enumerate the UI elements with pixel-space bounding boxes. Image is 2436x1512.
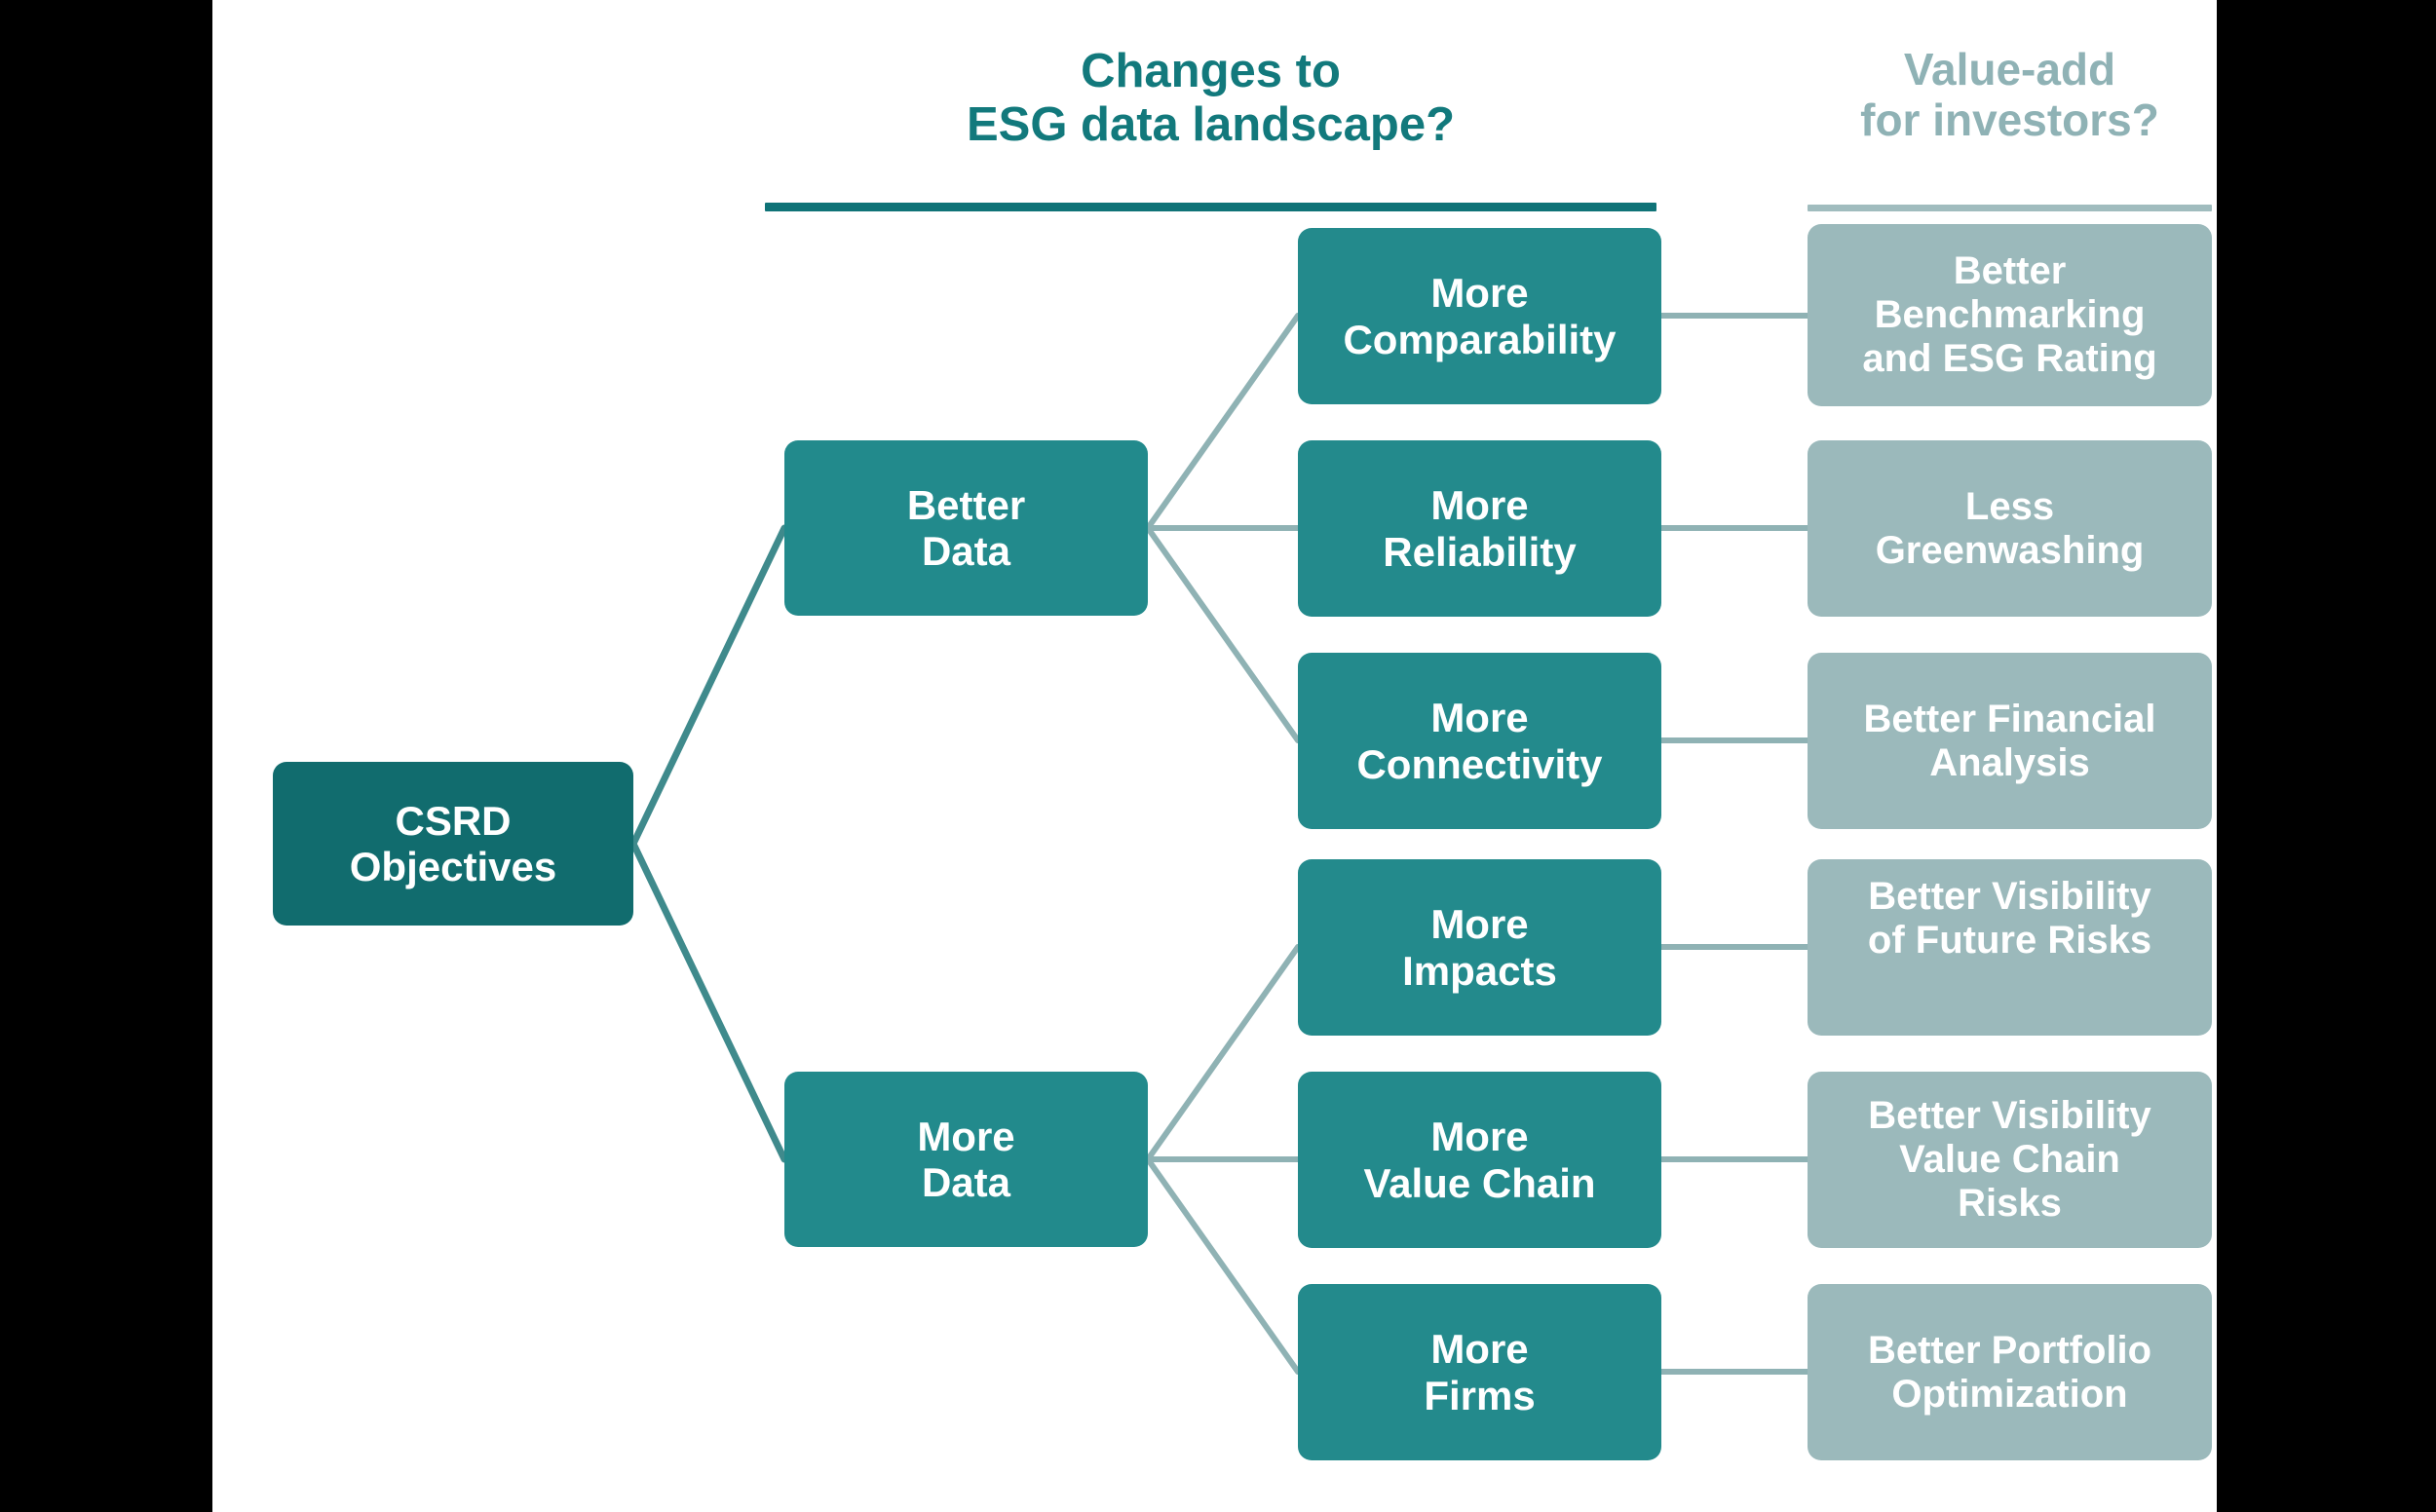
- node-better-benchmarking-and-esg-rating[interactable]: Better Benchmarking and ESG Rating: [1808, 224, 2212, 406]
- node-better-financial-analysis[interactable]: Better Financial Analysis: [1808, 653, 2212, 829]
- column-header-changes: Changes to ESG data landscape?: [966, 45, 1456, 151]
- node-better-portfolio-optimization[interactable]: Better Portfolio Optimization: [1808, 1284, 2212, 1460]
- node-more-impacts[interactable]: More Impacts: [1298, 859, 1661, 1036]
- node-csrd-objectives[interactable]: CSRD Objectives: [273, 762, 633, 926]
- node-better-visibility-value-chain-risks[interactable]: Better Visibility Value Chain Risks: [1808, 1072, 2212, 1248]
- node-more-comparability[interactable]: More Comparability: [1298, 228, 1661, 404]
- node-more-firms[interactable]: More Firms: [1298, 1284, 1661, 1460]
- header-rule-value-add: [1808, 205, 2212, 211]
- header-rule-changes: [765, 203, 1656, 211]
- node-better-visibility-of-future-risks[interactable]: Better Visibility of Future Risks: [1808, 859, 2212, 1036]
- node-better-data[interactable]: Better Data: [784, 440, 1148, 616]
- node-more-reliability[interactable]: More Reliability: [1298, 440, 1661, 617]
- letterbox-bar-left: [0, 0, 212, 1512]
- column-header-value-add: Value-add for investors?: [1860, 44, 2159, 145]
- node-less-greenwashing[interactable]: Less Greenwashing: [1808, 440, 2212, 617]
- letterbox-bar-right: [2217, 0, 2436, 1512]
- node-more-connectivity[interactable]: More Connectivity: [1298, 653, 1661, 829]
- node-more-value-chain[interactable]: More Value Chain: [1298, 1072, 1661, 1248]
- node-more-data[interactable]: More Data: [784, 1072, 1148, 1247]
